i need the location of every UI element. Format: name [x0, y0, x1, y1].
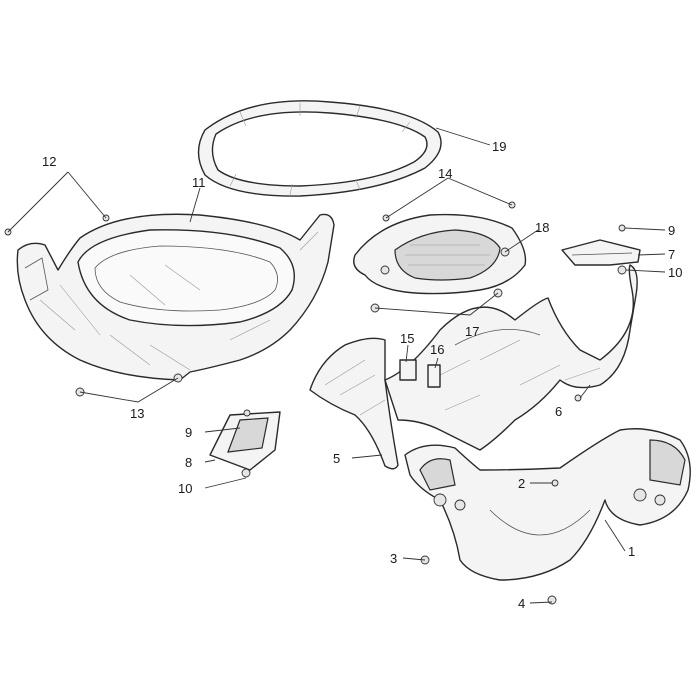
part-11-rear-housing: [16, 213, 335, 381]
callout-2: 2: [518, 476, 525, 491]
callout-9-top: 9: [668, 223, 675, 238]
part-15-bracket: [399, 359, 417, 381]
callout-16: 16: [430, 342, 444, 357]
callout-9-bottom: 9: [185, 425, 192, 440]
callout-19: 19: [492, 139, 506, 154]
callout-12: 12: [42, 154, 56, 169]
callout-15: 15: [400, 331, 414, 346]
part-18-instrument-cover: [353, 213, 527, 295]
part-8-switch-housing: [209, 411, 281, 471]
callout-17: 17: [465, 324, 479, 339]
callout-13: 13: [130, 406, 144, 421]
callout-1: 1: [628, 544, 635, 559]
callout-10-bottom: 10: [178, 481, 192, 496]
callout-14: 14: [438, 166, 452, 181]
part-19-gasket: [197, 100, 442, 197]
callout-4: 4: [518, 596, 525, 611]
callout-6: 6: [555, 404, 562, 419]
callout-10-top: 10: [668, 265, 682, 280]
callout-7: 7: [668, 247, 675, 262]
leader-lines: [7, 127, 666, 604]
part-1-lower-cover: [404, 428, 691, 581]
callouts: 19 12 11 14 18 9 7 10 17 15 16 13 6 9 8 …: [42, 139, 682, 611]
callout-11: 11: [192, 175, 206, 190]
callout-8: 8: [185, 455, 192, 470]
callout-3: 3: [390, 551, 397, 566]
callout-18: 18: [535, 220, 549, 235]
callout-5: 5: [333, 451, 340, 466]
part-5-front-cover: [309, 337, 399, 470]
part-16-bracket: [427, 364, 441, 388]
part-7-small-cover: [561, 239, 641, 266]
